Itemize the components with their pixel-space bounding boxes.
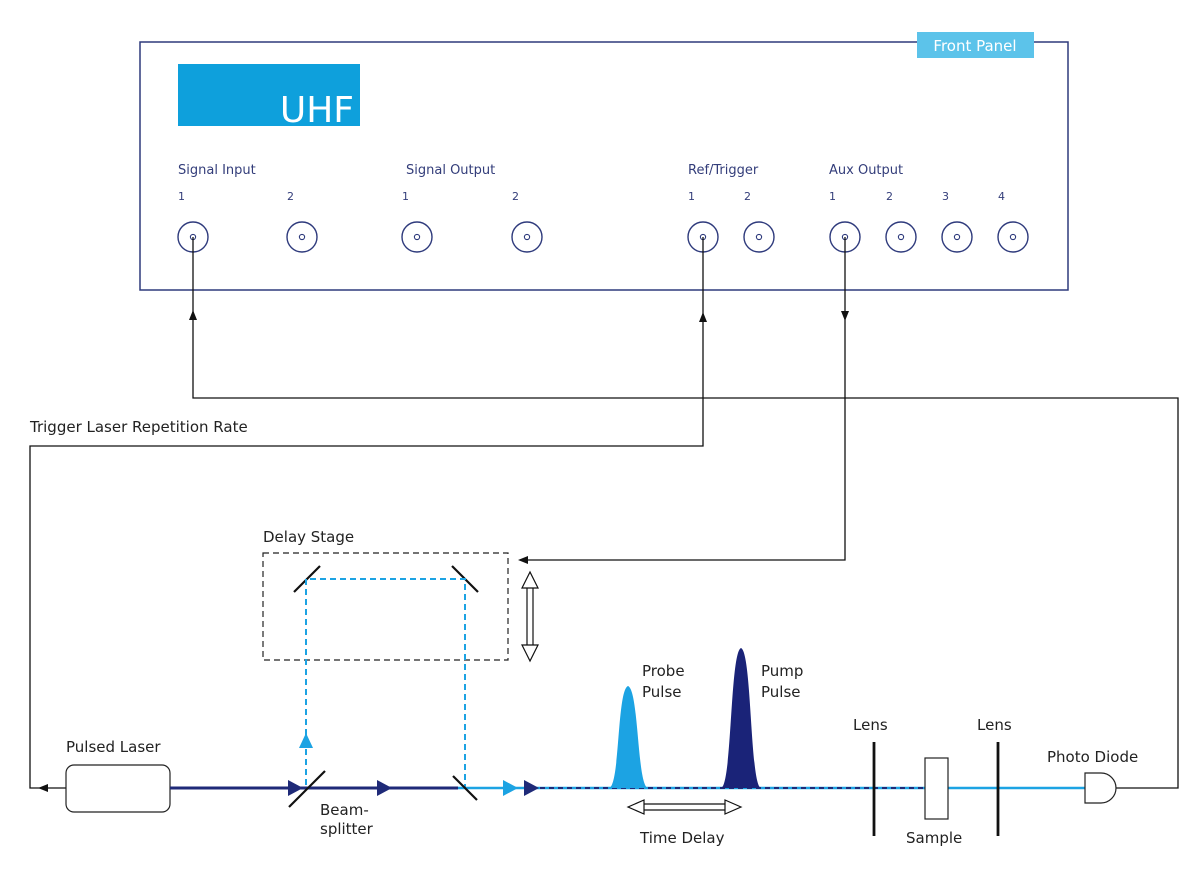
pump-pulse-shape [721, 648, 761, 788]
signal-input-label: Signal Input [178, 163, 256, 178]
uhf-logo-text: UHF [280, 90, 354, 131]
signal-output-label: Signal Output [406, 163, 495, 178]
photo-diode-shape [1084, 772, 1117, 804]
delay-stage-box [262, 552, 509, 661]
aux-output-ch4-number: 4 [998, 190, 1005, 203]
probe-pulse-label-line2: Pulse [642, 683, 682, 701]
pump-pulse-label-line1: Pump [761, 662, 803, 680]
recombine-mirror [452, 775, 478, 801]
instrument-front-panel: Front Panel UHF Signal Input Signal Outp… [139, 32, 1069, 291]
signal-output-1-connector[interactable] [401, 221, 433, 253]
probe-pulse-label-line1: Probe [642, 662, 685, 680]
pulsed-laser: Pulsed Laser [65, 738, 171, 813]
delay-stage-motion-arrow [521, 570, 539, 663]
sample-box [924, 757, 949, 820]
aux-output-ch2-number: 2 [886, 190, 893, 203]
delay-stage-arrowhead [518, 556, 528, 564]
ref-trigger-ch2-number: 2 [744, 190, 751, 203]
photo-diode-label: Photo Diode [1047, 748, 1138, 766]
aux-output-label: Aux Output [829, 163, 903, 178]
pulsed-laser-box [65, 764, 171, 813]
ref-trigger-arrowhead [699, 312, 707, 322]
lens-1-label: Lens [853, 716, 888, 734]
signal-output-2-connector[interactable] [511, 221, 543, 253]
front-panel-tab-label: Front Panel [933, 37, 1016, 55]
pump-pulse-label-line2: Pulse [761, 683, 801, 701]
probe-beam-up-arrow [299, 733, 313, 748]
time-delay-label: Time Delay [639, 829, 725, 847]
aux-output-3-connector[interactable] [941, 221, 973, 253]
delay-stage: Delay Stage [262, 528, 539, 663]
probe-beam-delay-path [305, 578, 540, 789]
panel-outline [139, 41, 1069, 291]
aux-down-arrowhead [841, 311, 849, 321]
aux-to-delay-stage-wire [520, 237, 846, 561]
lens-2-label: Lens [977, 716, 1012, 734]
probe-pulse-shape [609, 686, 648, 788]
aux-output-ch1-number: 1 [829, 190, 836, 203]
uhf-logo: UHF [178, 64, 360, 131]
beamsplitter-label-line1: Beam- [320, 801, 369, 819]
signal-output-ch1-number: 1 [402, 190, 409, 203]
ref-trigger-label: Ref/Trigger [688, 163, 759, 178]
photodiode-to-signal-input-wire [192, 312, 1179, 789]
beam-arrow-pump [524, 780, 539, 796]
aux-output-ch3-number: 3 [942, 190, 949, 203]
ref-trigger-2-connector[interactable] [743, 221, 775, 253]
sample-label: Sample [906, 829, 962, 847]
signal-input-2-connector[interactable] [286, 221, 318, 253]
wiring [29, 237, 1179, 792]
beam-arrow-probe [503, 780, 518, 796]
front-panel-tab [917, 32, 1034, 58]
trigger-label: Trigger Laser Repetition Rate [29, 418, 248, 436]
aux-output-4-connector[interactable] [997, 221, 1029, 253]
signal-input-arrowhead [189, 310, 197, 320]
signal-input-ch1-number: 1 [178, 190, 185, 203]
signal-input-ch2-number: 2 [287, 190, 294, 203]
delay-stage-label: Delay Stage [263, 528, 354, 546]
signal-output-ch2-number: 2 [512, 190, 519, 203]
beam-arrow-1 [288, 780, 303, 796]
aux-output-2-connector[interactable] [885, 221, 917, 253]
laser-trigger-arrowhead [38, 784, 48, 792]
beamsplitter-element [288, 770, 326, 808]
time-delay-arrow [626, 799, 743, 815]
beamsplitter-label-line2: splitter [320, 820, 374, 838]
trigger-wire [29, 237, 704, 789]
ref-trigger-ch1-number: 1 [688, 190, 695, 203]
pulsed-laser-label: Pulsed Laser [66, 738, 161, 756]
beam-arrow-2 [377, 780, 392, 796]
